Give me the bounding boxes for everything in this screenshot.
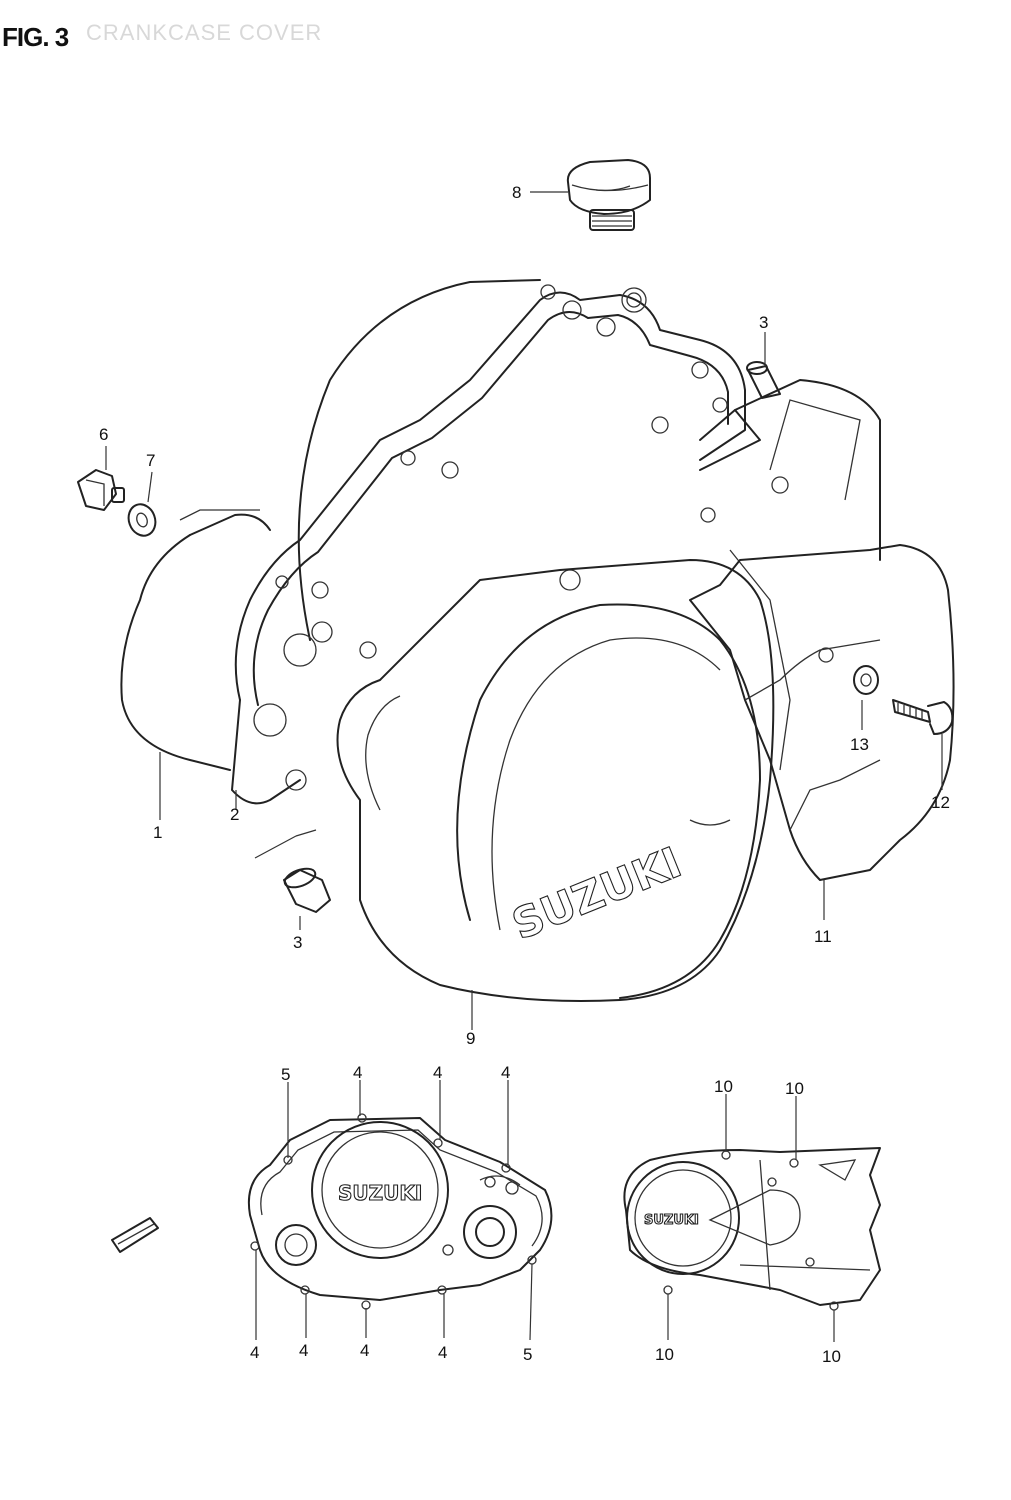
callout-10-a: 10 xyxy=(714,1077,733,1096)
drain-washer xyxy=(127,503,157,537)
callout-5-bottom: 5 xyxy=(523,1345,532,1364)
callouts: 8 3 6 7 1 2 3 9 13 12 11 5 4 4 4 4 4 4 4… xyxy=(99,183,950,1366)
washer xyxy=(853,665,879,695)
clutch-cover-front-view: SUZUKI xyxy=(248,1113,553,1310)
orientation-mark xyxy=(111,1217,159,1253)
callout-12: 12 xyxy=(931,793,950,812)
main-cover-brand: SUZUKI xyxy=(505,837,688,949)
magneto-cover-brand: SUZUKI xyxy=(644,1213,699,1228)
callout-11: 11 xyxy=(814,927,832,946)
side-cover xyxy=(689,544,955,881)
gasket xyxy=(231,284,789,805)
callout-10-c: 10 xyxy=(655,1345,674,1364)
magneto-cover-front-view: SUZUKI xyxy=(623,1147,881,1311)
callout-3-lower: 3 xyxy=(293,933,302,952)
callout-2: 2 xyxy=(230,805,239,824)
callout-8: 8 xyxy=(512,183,521,202)
bolt xyxy=(892,699,954,735)
callout-3-upper: 3 xyxy=(759,313,768,332)
callout-9: 9 xyxy=(466,1029,475,1048)
callout-4-bottom-c: 4 xyxy=(360,1341,369,1360)
callout-4-top-a: 4 xyxy=(353,1063,362,1082)
dowel-pin-upper xyxy=(746,361,781,399)
callout-5-top: 5 xyxy=(281,1065,290,1084)
clutch-cover: SUZUKI xyxy=(336,549,791,1002)
callout-4-bottom-a: 4 xyxy=(250,1343,259,1362)
callout-6: 6 xyxy=(99,425,108,444)
callout-13: 13 xyxy=(850,735,869,754)
callout-10-d: 10 xyxy=(822,1347,841,1366)
figure-subtitle: CRANKCASE COVER xyxy=(86,20,323,45)
dowel-pin-lower xyxy=(283,867,331,913)
callout-10-b: 10 xyxy=(785,1079,804,1098)
callout-4-top-b: 4 xyxy=(433,1063,442,1082)
crankcase-body xyxy=(120,279,881,771)
callout-1: 1 xyxy=(153,823,162,842)
callout-4-bottom-b: 4 xyxy=(299,1341,308,1360)
callout-4-top-c: 4 xyxy=(501,1063,510,1082)
drain-bolt xyxy=(77,469,125,511)
figure-title: FIG. 3 xyxy=(2,22,69,52)
callout-7: 7 xyxy=(146,451,155,470)
callout-4-bottom-d: 4 xyxy=(438,1343,447,1362)
leader-lines xyxy=(105,191,943,1342)
oil-filler-cap xyxy=(566,159,651,231)
clutch-cover-brand: SUZUKI xyxy=(338,1181,422,1205)
